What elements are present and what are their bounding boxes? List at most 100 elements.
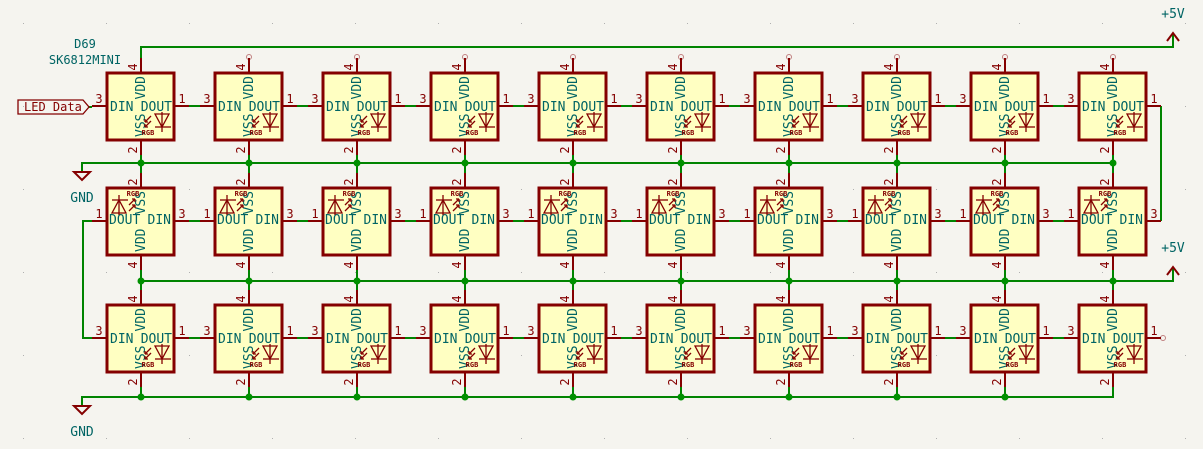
part-body[interactable]: [753, 186, 824, 257]
pin-number: 2: [234, 378, 248, 385]
part-body[interactable]: [429, 71, 500, 142]
grid-dot: [853, 272, 854, 273]
pin-number: 2: [882, 178, 896, 185]
grid-dot: [770, 272, 771, 273]
part-value[interactable]: SK6812MINI: [49, 53, 121, 67]
pin-number: 4: [1098, 261, 1112, 268]
labels: D69 SK6812MINI LED Data +5V +5V GND GND: [17, 7, 1185, 440]
part-body[interactable]: [645, 71, 716, 142]
pin-name-vdd: VDD: [350, 76, 365, 100]
part-body[interactable]: [1077, 303, 1148, 374]
part-body[interactable]: [105, 303, 176, 374]
pin-number: 4: [450, 261, 464, 268]
grid-dot: [23, 189, 24, 190]
part-body[interactable]: [537, 186, 608, 257]
part-body[interactable]: [321, 71, 392, 142]
led-rgb-tag: RGB: [250, 361, 263, 369]
part-body[interactable]: [213, 303, 284, 374]
part-body[interactable]: [213, 186, 284, 257]
part-body[interactable]: [105, 71, 176, 142]
part-body[interactable]: [537, 303, 608, 374]
part-body[interactable]: [1077, 186, 1148, 257]
part-body[interactable]: [753, 303, 824, 374]
pin-name-dout: DOUT: [573, 100, 604, 115]
part-body[interactable]: [645, 303, 716, 374]
pin-name-dout: DOUT: [249, 332, 280, 347]
pin-name-vdd: VDD: [458, 308, 473, 332]
part-body[interactable]: [105, 186, 176, 257]
part-body[interactable]: [429, 303, 500, 374]
part-body[interactable]: [861, 186, 932, 257]
pin-number: 1: [959, 207, 966, 221]
part-body[interactable]: [645, 186, 716, 257]
part-body[interactable]: [321, 303, 392, 374]
part-body[interactable]: [429, 186, 500, 257]
pin-number: 3: [527, 324, 534, 338]
grid-dot: [355, 438, 356, 439]
part-body[interactable]: [969, 186, 1040, 257]
pin-number: 3: [718, 207, 725, 221]
part-body[interactable]: [213, 71, 284, 142]
part-body[interactable]: [969, 303, 1040, 374]
pin-number: 1: [394, 324, 401, 338]
vcc-wire: [141, 267, 1174, 282]
part-body[interactable]: [753, 71, 824, 142]
grid-dot: [189, 438, 190, 439]
part-body[interactable]: [861, 303, 932, 374]
pin-number: 4: [882, 63, 896, 70]
part-reference[interactable]: D69: [74, 37, 96, 51]
pin-number: 1: [1067, 207, 1074, 221]
pin-number: 3: [1067, 92, 1074, 106]
part-body[interactable]: [321, 186, 392, 257]
led-light-arrows-icon: [144, 115, 152, 128]
led-light-arrows-icon: [1008, 347, 1016, 360]
pin-name-dout: DOUT: [897, 332, 928, 347]
part-body[interactable]: [1077, 71, 1148, 142]
part-body[interactable]: [537, 71, 608, 142]
pin-name-din: DIN: [580, 213, 603, 228]
pin-number: 3: [851, 92, 858, 106]
pin-name-vdd: VDD: [782, 76, 797, 100]
gnd-symbol-icon: [71, 171, 93, 182]
junction-dot: [893, 159, 901, 167]
led-rgb-tag: RGB: [898, 129, 911, 137]
grid-dot: [1019, 438, 1020, 439]
junction-dot: [353, 393, 361, 401]
pin-number: 4: [990, 295, 1004, 302]
part-body[interactable]: [861, 71, 932, 142]
part-body[interactable]: [969, 71, 1040, 142]
global-label-led-data[interactable]: LED Data: [17, 99, 90, 115]
led-light-arrows-icon: [1100, 198, 1108, 212]
led-rgb-tag: RGB: [574, 361, 587, 369]
